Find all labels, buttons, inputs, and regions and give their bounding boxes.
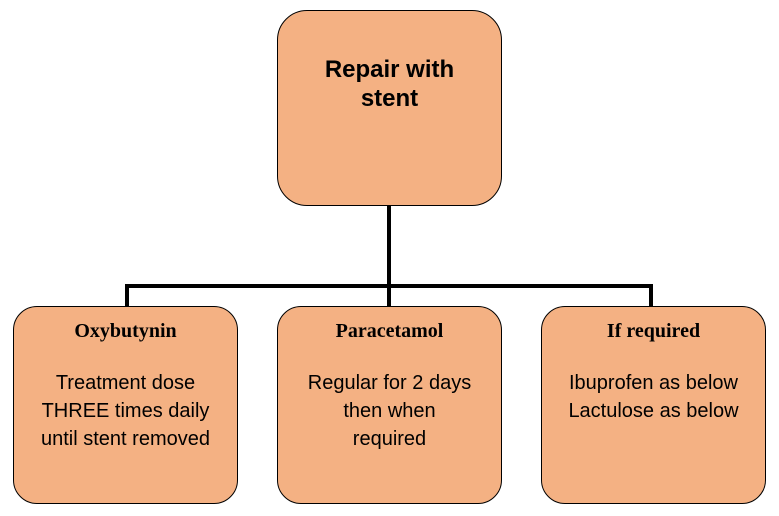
child-node-body: Regular for 2 days then when required (307, 372, 472, 450)
child-node-oxybutynin: Oxybutynin Treatment dose THREE times da… (13, 306, 238, 504)
child-node-heading: If required (606, 320, 701, 342)
child-node-if-required: If required Ibuprofen as below Lactulose… (541, 306, 766, 504)
child-node-heading: Oxybutynin (74, 320, 177, 342)
child-node-heading: Paracetamol (335, 320, 444, 342)
root-node-repair-with-stent: Repair with stent (277, 10, 502, 206)
child-node-body: Ibuprofen as below Lactulose as below (568, 372, 739, 422)
child-node-body: Treatment dose THREE times daily until s… (41, 372, 210, 450)
child-node-paracetamol: Paracetamol Regular for 2 days then when… (277, 306, 502, 504)
root-node-title: Repair with stent (324, 56, 455, 112)
